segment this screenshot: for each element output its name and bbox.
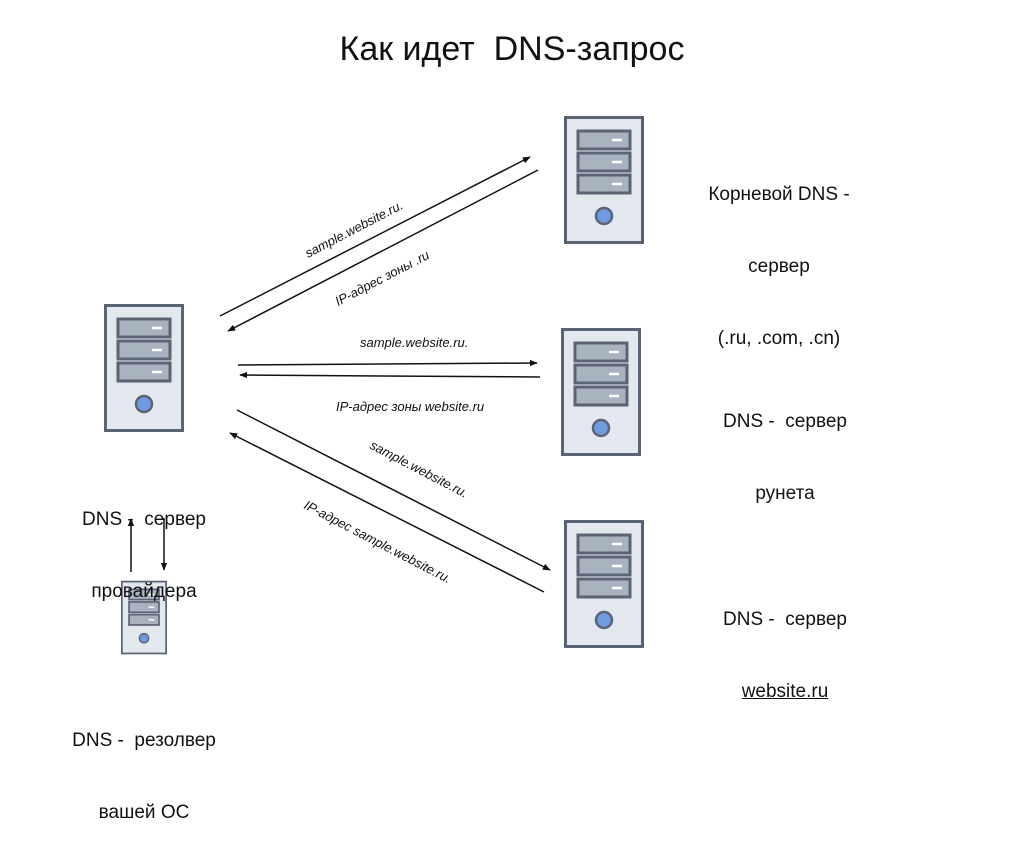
label-reply-root: IP-адрес зоны .ru bbox=[332, 247, 431, 308]
provider-server-icon bbox=[104, 304, 184, 432]
label-query-website: sample.website.ru. bbox=[368, 437, 471, 500]
resolver-label-line2: вашей ОС bbox=[98, 802, 190, 823]
label-query-runet: sample.website.ru. bbox=[360, 335, 468, 350]
provider-label-line2: провайдера bbox=[91, 581, 197, 602]
root-label-line3: (.ru, .com, .cn) bbox=[717, 328, 841, 349]
resolver-label-line1: DNS - резолвер bbox=[72, 730, 216, 751]
runet-label: DNS - сервер рунета bbox=[685, 362, 885, 530]
website-label-line2[interactable]: website.ru bbox=[741, 681, 829, 702]
root-label-line2: сервер bbox=[748, 256, 810, 277]
root-label: Корневой DNS - сервер (.ru, .com, .cn) bbox=[669, 135, 889, 375]
arrow-reply-root bbox=[227, 169, 539, 332]
arrow-query-root bbox=[219, 156, 531, 317]
provider-label: DNS - сервер провайдера bbox=[44, 460, 244, 628]
resolver-server-icon bbox=[121, 580, 167, 655]
resolver-label: DNS - резолвер вашей ОС bbox=[44, 681, 244, 849]
arrow-reply-website bbox=[229, 432, 545, 593]
arrow-reply-runet bbox=[239, 371, 541, 379]
arrow-query-website bbox=[236, 409, 551, 571]
root-server-icon bbox=[564, 116, 644, 244]
runet-label-line1: DNS - сервер bbox=[723, 411, 847, 432]
label-reply-runet: IP-адрес зоны website.ru bbox=[336, 399, 484, 414]
runet-label-line2: рунета bbox=[755, 483, 815, 504]
diagram-title: Как идет DNS-запрос bbox=[339, 30, 685, 68]
website-label-line1: DNS - сервер bbox=[723, 609, 847, 630]
arrow-query-runet bbox=[237, 359, 538, 367]
runet-server-icon bbox=[561, 328, 641, 456]
website-label: DNS - сервер website.ru bbox=[685, 560, 885, 728]
label-reply-website: IP-адрес sample.website.ru. bbox=[302, 497, 454, 586]
root-label-line1: Корневой DNS - bbox=[708, 184, 850, 205]
arrows-layer: sample.website.ru. IP-адрес зоны .ru sam… bbox=[127, 156, 551, 593]
provider-label-line1: DNS - сервер bbox=[82, 509, 206, 530]
website-server-icon bbox=[564, 520, 644, 648]
